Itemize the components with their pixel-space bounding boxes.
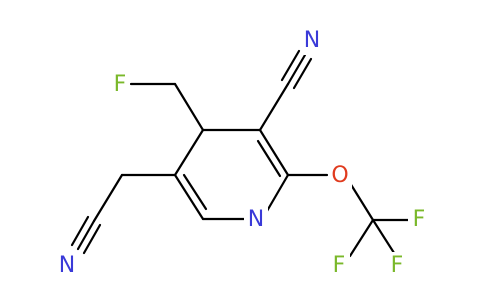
bond-cn2-triple-3 — [82, 223, 102, 255]
nitrogen-nitrile-left-label: N — [59, 253, 75, 278]
bond-cn-triple-1 — [286, 53, 307, 86]
bonds — [70, 49, 410, 258]
bond-cn-triple-2 — [280, 49, 301, 82]
fluorine-top-label: F — [114, 72, 127, 97]
bond-c3-cn — [258, 82, 290, 132]
bond-c6-c5 — [173, 173, 205, 221]
bond-ch2-cn — [92, 173, 124, 223]
atom-labels: F N N O F F F N — [56, 27, 430, 280]
bond-c2-n1 — [265, 173, 290, 213]
fluorine-cf3-right-label: F — [413, 207, 426, 232]
bond-c5-c4 — [173, 128, 205, 177]
bond-cn2-triple-2 — [70, 215, 90, 247]
bond-c3-c2 — [258, 128, 290, 177]
bond-cn-triple-3 — [292, 57, 313, 90]
bond-cf3-f-left — [348, 218, 375, 258]
oxygen-ether-label: O — [331, 163, 348, 188]
bond-c4-ch2 — [173, 82, 205, 132]
bond-o-cf3 — [348, 181, 375, 222]
bond-c3-c2-inner — [256, 139, 282, 178]
bond-cn2-triple-1 — [76, 219, 96, 251]
nitrogen-ring-label: N — [248, 207, 264, 232]
bond-cf3-f-bottom — [371, 218, 398, 258]
bond-c6-c5-inner — [182, 173, 208, 211]
fluorine-cf3-bottom-label: F — [391, 253, 404, 278]
fluorine-cf3-left-label: F — [333, 253, 346, 278]
nitrogen-nitrile-top-label: N — [304, 28, 320, 53]
